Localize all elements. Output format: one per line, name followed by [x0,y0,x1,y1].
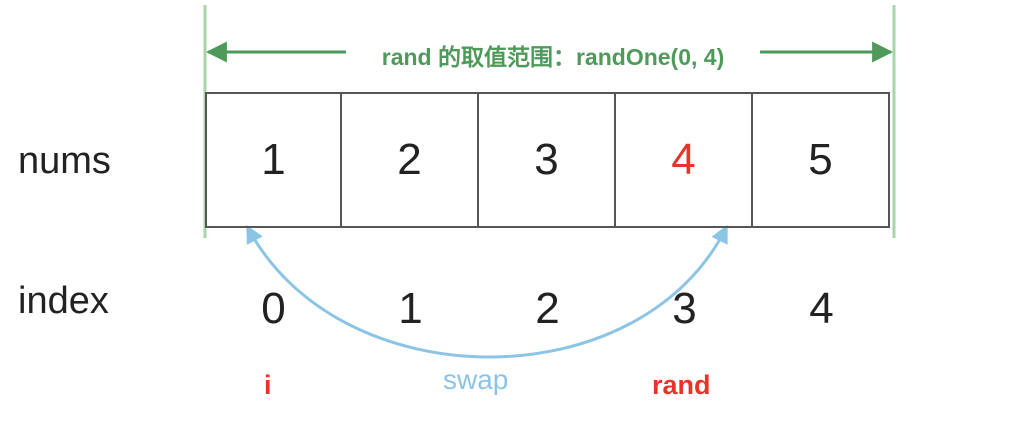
marker-i: i [264,370,272,400]
range-label: rand 的取值范围：randOne(0, 4) [346,38,760,72]
nums-row-label: nums [18,140,111,182]
marker-rand: rand [652,370,711,400]
array-cell: 4 [616,92,753,228]
index-value: 2 [535,284,560,333]
index-value: 4 [809,284,834,333]
index-value: 1 [398,284,423,333]
swap-label: swap [443,364,509,395]
array-cell: 3 [479,92,616,228]
index-value: 0 [261,284,286,333]
swap-curve [246,224,728,359]
array-cell: 2 [342,92,479,228]
index-row-label: index [18,280,109,322]
array-cell: 5 [753,92,890,228]
index-value: 3 [672,284,697,333]
array-cell: 1 [205,92,342,228]
